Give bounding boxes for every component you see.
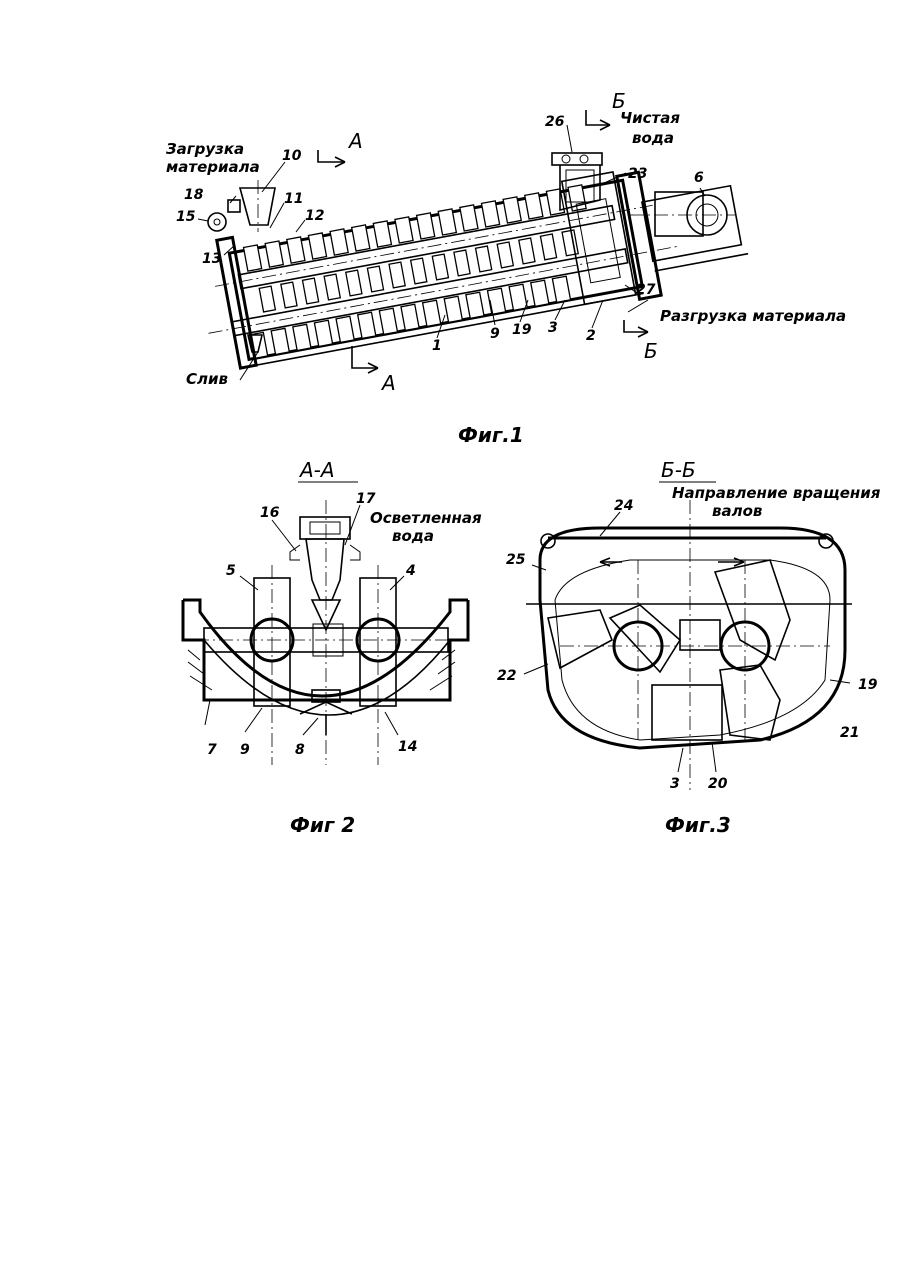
ref-number: 11 xyxy=(284,191,303,207)
ref-number: 9 xyxy=(490,326,500,342)
figure-2-section-title: А-А xyxy=(298,458,335,482)
ref-number: 14 xyxy=(398,739,417,755)
ref-number: 15 xyxy=(176,209,196,225)
label-rotation-direction-line2: валов xyxy=(712,502,762,520)
label-clean-water-line1: Чистая xyxy=(620,109,680,127)
ref-number: 10 xyxy=(282,148,302,164)
blades-middle xyxy=(259,230,578,312)
ref-number: 22 xyxy=(497,668,516,684)
ref-number: 16 xyxy=(260,505,280,521)
ref-number: 21 xyxy=(840,725,859,741)
label-load-line2: материала xyxy=(166,158,260,176)
ref-number: 20 xyxy=(708,776,728,792)
ref-number: 18 xyxy=(184,187,204,203)
ref-number: 3 xyxy=(548,320,558,336)
ref-number: 5 xyxy=(226,563,236,579)
ref-number: 9 xyxy=(240,742,250,758)
figure-3: Б-Б Направление вращения валов xyxy=(497,458,881,837)
ref-number: 4 xyxy=(405,563,416,579)
trough-body xyxy=(192,146,752,378)
ref-number: 19 xyxy=(512,322,532,338)
ref-number: 17 xyxy=(356,491,376,507)
label-load-line1: Загрузка xyxy=(166,140,244,158)
ref-number: 27 xyxy=(636,282,656,298)
figure-3-caption: Фиг.3 xyxy=(665,813,731,837)
label-unload: Разгрузка материала xyxy=(660,307,846,325)
ref-number: 2 xyxy=(586,328,596,344)
figure-2-caption: Фиг 2 xyxy=(290,813,355,837)
ref-number: 19 xyxy=(858,677,878,693)
ref-number: 26 xyxy=(545,114,565,130)
section-mark-b-bottom: Б xyxy=(644,339,658,363)
label-clarified-water-line2: вода xyxy=(392,527,434,545)
ref-number: 7 xyxy=(207,742,217,758)
section-mark-a-bottom: А xyxy=(380,371,396,395)
figure-2: А-А xyxy=(183,458,482,837)
ref-number: 23 xyxy=(628,166,647,182)
ref-number: 1 xyxy=(432,338,442,354)
ref-number: 25 xyxy=(506,552,526,568)
ref-number: 6 xyxy=(694,170,704,186)
ref-number: 13 xyxy=(202,251,221,267)
label-drain: Слив xyxy=(186,370,228,388)
ref-number: 3 xyxy=(670,776,680,792)
label-rotation-direction-line1: Направление вращения xyxy=(672,484,881,502)
label-clean-water-line2: вода xyxy=(632,129,674,147)
figure-1-caption: Фиг.1 xyxy=(458,423,524,447)
ref-number: 24 xyxy=(614,498,633,514)
section-mark-b-top: Б xyxy=(612,89,626,113)
label-clarified-water-line1: Осветленная xyxy=(370,509,482,527)
section-mark-a-top: А xyxy=(347,129,363,153)
figure-3-section-title: Б-Б xyxy=(661,458,696,482)
figure-1: Загрузка материала Чистая вода Разгрузка… xyxy=(166,89,846,447)
ref-number: 12 xyxy=(305,208,324,224)
ref-number: 8 xyxy=(295,742,305,758)
